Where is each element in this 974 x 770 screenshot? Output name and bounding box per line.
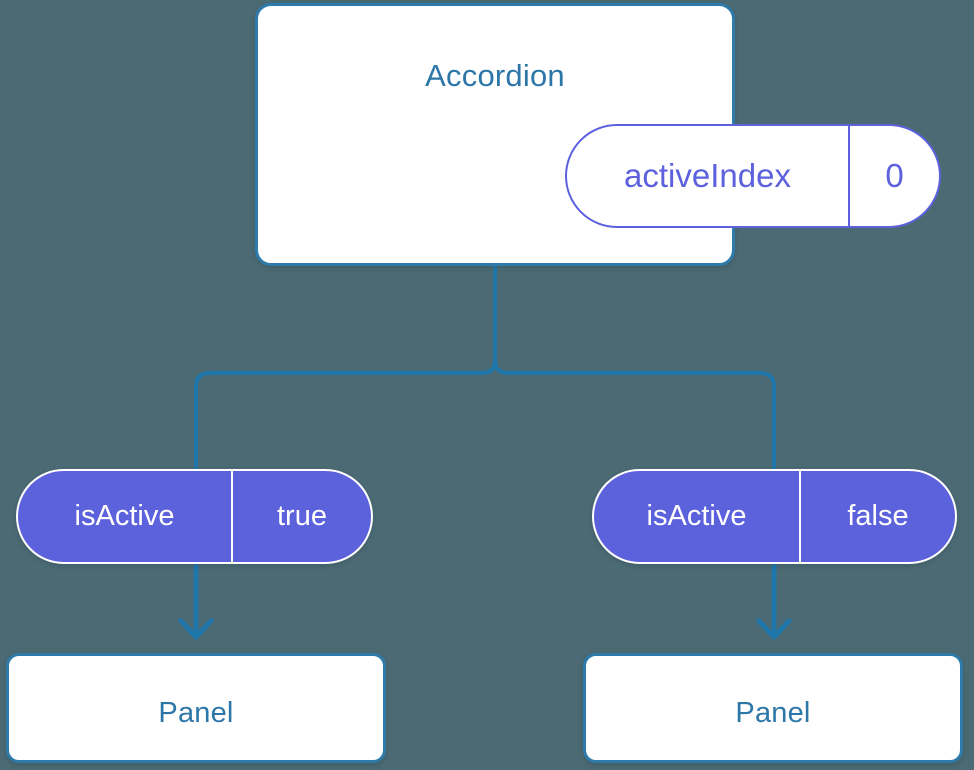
prop-pill-is-active-true-key: isActive [18, 471, 233, 562]
accordion-title: Accordion [425, 58, 565, 93]
connector-branch-right [493, 358, 776, 471]
panel-left-component-card[interactable]: Panel [6, 653, 386, 763]
state-pill-active-index-value: 0 [885, 157, 904, 194]
state-pill-active-index-key: activeIndex [567, 126, 850, 226]
panel-right-component-card[interactable]: Panel [583, 653, 963, 763]
arrow-left-panel [178, 563, 214, 640]
panel-left-title: Panel [158, 697, 234, 729]
arrow-right-panel [756, 563, 792, 640]
accordion-component-card[interactable]: Accordion activeIndex 0 [255, 3, 941, 266]
prop-pill-is-active-false-key: isActive [594, 471, 801, 562]
prop-pill-is-active-false[interactable]: isActive false [592, 469, 957, 564]
connector-branch-left [194, 358, 497, 471]
prop-pill-is-active-true-value: true [277, 500, 327, 532]
prop-pill-is-active-false-value: false [847, 500, 909, 532]
prop-pill-is-active-true[interactable]: isActive true [16, 469, 373, 564]
panel-right-title: Panel [735, 697, 811, 729]
state-pill-active-index[interactable]: activeIndex 0 [565, 124, 941, 228]
